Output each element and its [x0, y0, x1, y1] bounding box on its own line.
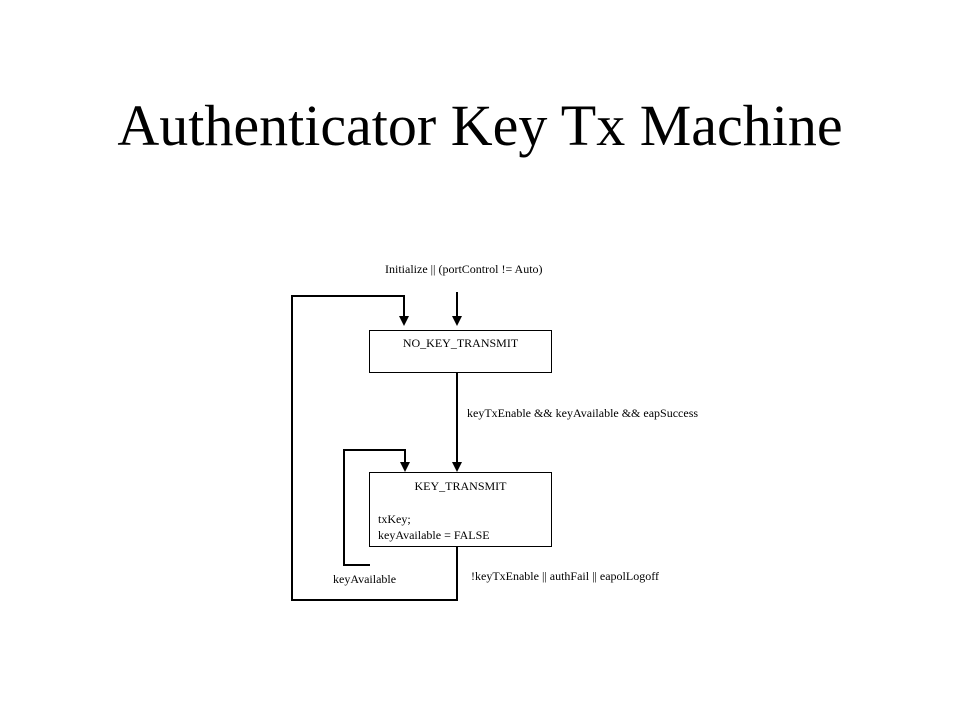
transition-label-back: !keyTxEnable || authFail || eapolLogoff	[471, 569, 659, 583]
state-name-key-transmit: KEY_TRANSMIT	[414, 479, 507, 493]
state-no-key-transmit: NO_KEY_TRANSMIT	[369, 330, 552, 373]
entry-condition-label: Initialize || (portControl != Auto)	[385, 262, 543, 276]
state-action-line: txKey;	[378, 512, 411, 526]
slide-title: Authenticator Key Tx Machine	[117, 93, 843, 158]
state-action-line: keyAvailable = FALSE	[378, 528, 490, 542]
outer-loop-arrow	[291, 295, 458, 601]
self-loop-label: keyAvailable	[333, 572, 397, 586]
transition-label-to-key-transmit: keyTxEnable && keyAvailable && eapSucces…	[467, 406, 699, 420]
state-key-transmit: KEY_TRANSMIT txKey; keyAvailable = FALSE	[369, 472, 552, 547]
self-loop-arrow	[343, 449, 410, 566]
state-name-no-key-transmit: NO_KEY_TRANSMIT	[402, 336, 519, 350]
